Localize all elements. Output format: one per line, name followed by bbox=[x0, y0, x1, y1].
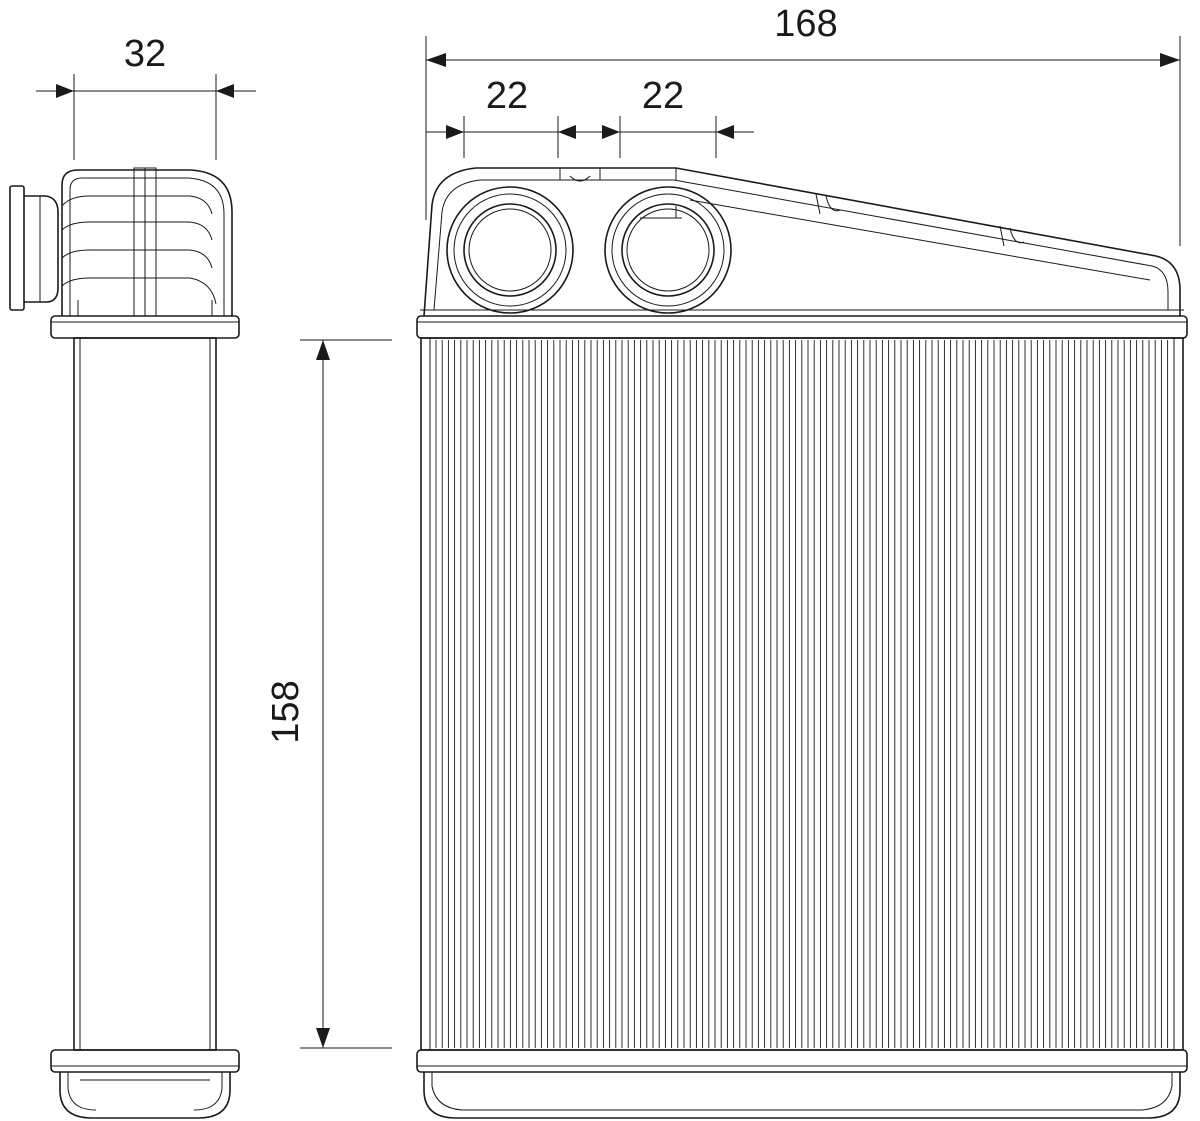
side-width-label: 32 bbox=[124, 33, 166, 75]
front-bottom-tank bbox=[423, 1072, 1181, 1119]
dimension-arrow bbox=[56, 84, 74, 98]
dimension-arrow bbox=[216, 84, 234, 98]
dimension-arrow bbox=[316, 340, 330, 360]
dimension-total-width: 168 bbox=[425, 3, 1181, 246]
dimension-pipe-offsets: 22 22 bbox=[426, 75, 754, 158]
front-core-fins bbox=[435, 340, 1169, 1048]
side-bottom-header-plate bbox=[50, 1049, 240, 1073]
front-inlet-pipe-outer bbox=[446, 186, 574, 314]
side-top-tank bbox=[61, 169, 233, 316]
front-outlet-pipe-bore bbox=[621, 203, 715, 297]
pipe-offset-1-label: 22 bbox=[486, 75, 528, 117]
dimension-core-height: 158 bbox=[265, 339, 392, 1049]
front-outlet-pipe-outer bbox=[604, 186, 732, 314]
dimension-arrow bbox=[426, 53, 446, 67]
dimension-arrow bbox=[602, 125, 620, 139]
side-bottom-tank bbox=[59, 1072, 231, 1119]
core-height-label: 158 bbox=[265, 680, 307, 743]
dimension-arrow bbox=[1160, 53, 1180, 67]
side-pipe-flange bbox=[9, 185, 25, 311]
front-view bbox=[416, 167, 1188, 1119]
pipe-offset-2-label: 22 bbox=[642, 75, 684, 117]
dimension-arrow bbox=[446, 125, 464, 139]
total-width-label: 168 bbox=[774, 3, 837, 45]
front-top-header-plate bbox=[416, 315, 1188, 339]
dimension-side-width: 32 bbox=[36, 33, 256, 160]
side-core-body bbox=[73, 337, 217, 1051]
front-top-tank bbox=[423, 167, 1181, 317]
side-view bbox=[9, 167, 240, 1119]
dimension-arrow bbox=[558, 125, 576, 139]
front-bottom-header-plate bbox=[416, 1049, 1188, 1073]
side-top-header-plate bbox=[50, 315, 240, 339]
front-inlet-pipe-bore bbox=[463, 203, 557, 297]
dimension-arrow bbox=[316, 1028, 330, 1048]
dimension-arrow bbox=[716, 125, 734, 139]
